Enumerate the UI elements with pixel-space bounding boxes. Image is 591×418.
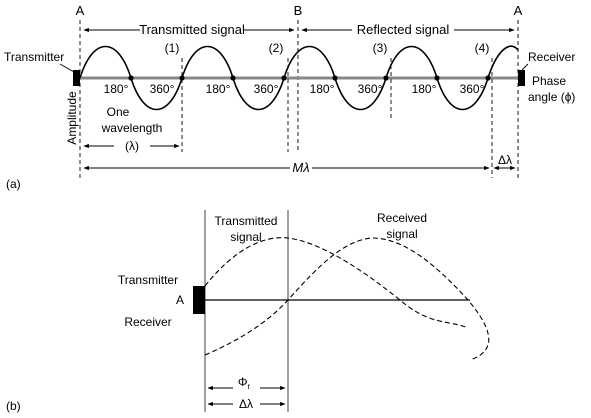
point-a-label-b: A bbox=[176, 293, 184, 307]
transmitted-signal-label-line1: Transmitted bbox=[215, 214, 278, 228]
reflected-signal-label: Reflected signal bbox=[357, 22, 450, 37]
signal-wave bbox=[79, 45, 519, 111]
marker-4-label: (4) bbox=[475, 41, 490, 55]
panel-a: (a) A B A Transmitted signal Reflected s… bbox=[4, 3, 575, 191]
crossing-dot bbox=[230, 75, 236, 81]
amplitude-label: Amplitude bbox=[65, 91, 79, 145]
marker-1-label: (1) bbox=[165, 41, 180, 55]
receiver-label: Receiver bbox=[528, 50, 575, 64]
transmitter-label-b: Transmitter bbox=[118, 273, 178, 287]
receiver-pointer bbox=[521, 63, 529, 71]
received-signal-label-line2: signal bbox=[386, 227, 417, 241]
crossing-dot bbox=[485, 75, 491, 81]
crossing-dot bbox=[434, 75, 440, 81]
point-a-left-label: A bbox=[76, 3, 85, 18]
degree-label: 360° bbox=[150, 82, 175, 96]
receiver-block bbox=[518, 70, 525, 86]
transmitted-signal-wave bbox=[204, 237, 469, 329]
delta-lambda-label: Δλ bbox=[498, 153, 512, 167]
wavelength-label-line2: wavelength bbox=[101, 121, 163, 135]
panel-a-label: (a) bbox=[6, 177, 21, 191]
zero-crossing-dots bbox=[128, 75, 491, 81]
marker-2-label: (2) bbox=[269, 41, 284, 55]
transmitter-label: Transmitter bbox=[4, 50, 64, 64]
phi-subscript: r bbox=[247, 382, 250, 391]
crossing-dot bbox=[383, 75, 389, 81]
point-b-label: B bbox=[294, 3, 303, 18]
phi-symbol: Φ bbox=[238, 375, 248, 389]
transceiver-block bbox=[193, 286, 205, 314]
degree-labels: 180° 360° 180° 360° 180° 360° 180° 360° bbox=[104, 82, 485, 96]
crossing-dot bbox=[332, 75, 338, 81]
transmitter-block bbox=[73, 70, 80, 86]
point-a-right-label: A bbox=[514, 3, 523, 18]
phase-label-line2: angle (ϕ) bbox=[528, 90, 575, 104]
panel-b-label: (b) bbox=[6, 399, 21, 413]
degree-label: 360° bbox=[358, 82, 383, 96]
degree-label: 180° bbox=[310, 82, 335, 96]
numbered-markers: (1) (2) (3) (4) bbox=[165, 41, 493, 178]
delta-lambda-label-b: Δλ bbox=[239, 397, 253, 411]
m-lambda-label: Mλ bbox=[292, 160, 309, 175]
wavelength-label-line1: One bbox=[107, 105, 130, 119]
panel-b: (b) Transmitter A Receiver Transmitted s… bbox=[6, 210, 490, 413]
degree-label: 360° bbox=[254, 82, 279, 96]
degree-label: 180° bbox=[206, 82, 231, 96]
transmitted-signal-label: Transmitted signal bbox=[139, 22, 245, 37]
degree-label: 180° bbox=[104, 82, 129, 96]
phi-label: Φr bbox=[238, 375, 251, 391]
received-signal-label-line1: Received bbox=[377, 211, 427, 225]
transmitter-pointer bbox=[59, 63, 75, 73]
crossing-dot bbox=[281, 75, 287, 81]
receiver-label-b: Receiver bbox=[124, 315, 171, 329]
received-signal-wave bbox=[204, 237, 490, 361]
crossing-dot bbox=[128, 75, 134, 81]
marker-3-label: (3) bbox=[373, 41, 388, 55]
degree-label: 360° bbox=[460, 82, 485, 96]
lambda-label: (λ) bbox=[125, 139, 139, 153]
phase-label-line1: Phase bbox=[532, 74, 566, 88]
degree-label: 180° bbox=[412, 82, 437, 96]
transmitted-signal-label-line2: signal bbox=[230, 230, 261, 244]
crossing-dot bbox=[179, 75, 185, 81]
